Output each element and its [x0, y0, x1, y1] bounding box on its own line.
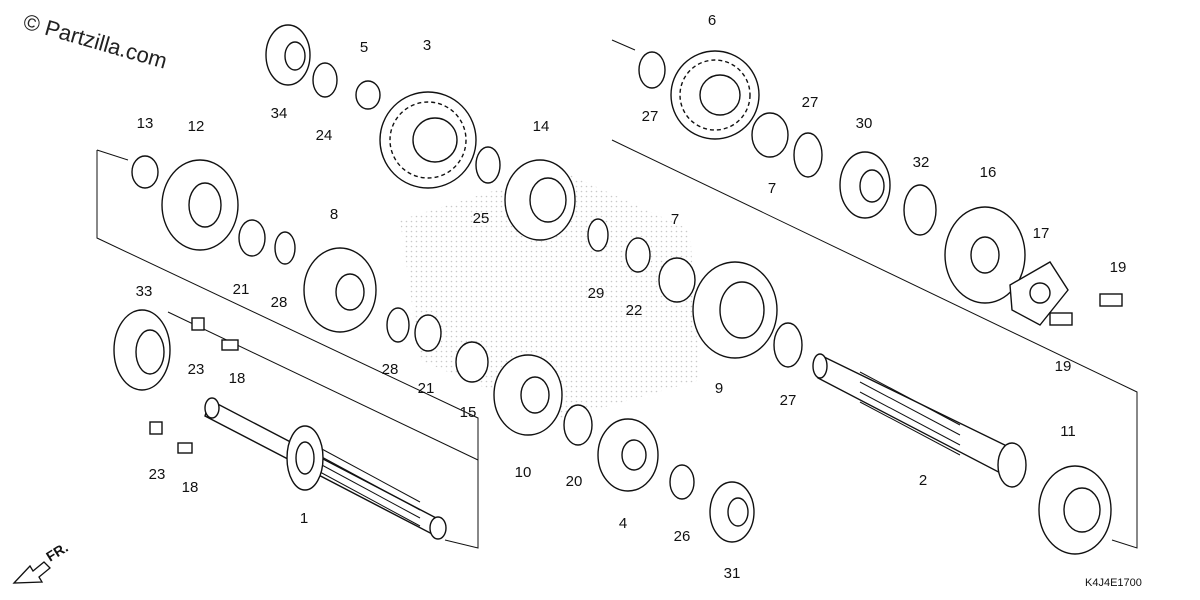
part-label-32: 32: [913, 154, 930, 171]
part-label-28: 28: [382, 361, 399, 378]
part-label-19: 19: [1055, 358, 1072, 375]
bushings-icon: [131, 80, 789, 383]
gear-14-icon: [504, 159, 576, 241]
part-label-11: 11: [1060, 423, 1076, 440]
part-label-14: 14: [533, 118, 550, 135]
part-label-25: 25: [473, 210, 490, 227]
part-label-5: 5: [360, 39, 368, 56]
gear-10-icon: [493, 354, 563, 436]
svg-text:FR.: FR.: [43, 539, 71, 565]
gear-9-icon: [692, 261, 778, 359]
bearing-31-icon: [709, 481, 755, 543]
part-label-33: 33: [136, 283, 153, 300]
mainshaft-frame: [611, 139, 1138, 549]
gear-4-icon: [597, 418, 659, 492]
bearing-34-icon: [265, 24, 311, 86]
part-label-17: 17: [1033, 225, 1050, 242]
part-label-28: 28: [271, 294, 288, 311]
part-label-15: 15: [460, 404, 477, 421]
frame-line: [611, 39, 636, 51]
part-label-10: 10: [515, 464, 532, 481]
gear-12-icon: [161, 159, 239, 251]
part-label-18: 18: [182, 479, 199, 496]
part-label-22: 22: [626, 302, 643, 319]
part-label-2: 2: [919, 472, 927, 489]
countershaft-frame: [96, 150, 479, 549]
part-label-21: 21: [233, 281, 250, 298]
part-label-31: 31: [724, 565, 741, 582]
part-label-8: 8: [330, 206, 338, 223]
part-label-16: 16: [980, 164, 997, 181]
shaft-1: [204, 397, 447, 540]
diagram-code: K4J4E1700: [1085, 577, 1142, 589]
part-label-13: 13: [137, 115, 154, 132]
gear-8-icon: [303, 247, 377, 333]
part-label-6: 6: [708, 12, 716, 29]
part-label-12: 12: [188, 118, 205, 135]
gear-11-icon: [1038, 465, 1112, 555]
gear-6-icon: [670, 50, 760, 140]
bearing-33-icon: [113, 309, 171, 391]
part-label-19: 19: [1110, 259, 1127, 276]
part-label-9: 9: [715, 380, 723, 397]
part-label-20: 20: [566, 473, 583, 490]
washers-icon: [238, 51, 937, 500]
frame-line: [167, 311, 479, 461]
part-label-7: 7: [671, 211, 679, 228]
part-label-21: 21: [418, 380, 435, 397]
gear-3-icon: [379, 91, 477, 189]
part-label-1: 1: [300, 510, 308, 527]
part-label-27: 27: [780, 392, 797, 409]
part-label-29: 29: [588, 285, 605, 302]
bearing-30-icon: [839, 151, 891, 219]
part-label-4: 4: [619, 515, 627, 532]
part-label-34: 34: [271, 105, 288, 122]
shaft-2: [812, 353, 1027, 488]
part-label-23: 23: [149, 466, 166, 483]
part-label-27: 27: [802, 94, 819, 111]
plate-17-icon: [1009, 261, 1069, 326]
bolts-icon: [149, 293, 1123, 454]
part-label-26: 26: [674, 528, 691, 545]
part-label-7: 7: [768, 180, 776, 197]
part-label-27: 27: [642, 108, 659, 125]
part-label-24: 24: [316, 127, 333, 144]
watermark: © Partzilla.com: [21, 9, 170, 74]
part-label-3: 3: [423, 37, 431, 54]
front-arrow-icon: FR.: [12, 539, 71, 584]
part-label-30: 30: [856, 115, 873, 132]
part-label-18: 18: [229, 370, 246, 387]
sprocket-16-icon: [944, 206, 1026, 304]
part-label-23: 23: [188, 361, 205, 378]
frame-line: [96, 149, 129, 161]
